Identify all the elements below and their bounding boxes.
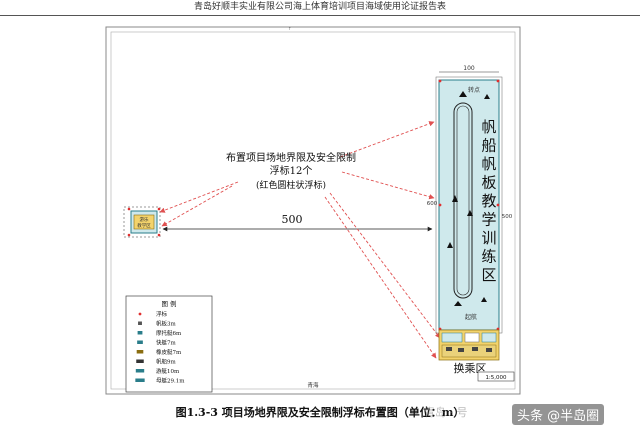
figure-caption: 图1.3-3 项目场地界限及安全限制浮标布置图（单位：m）: [175, 406, 465, 419]
zone-title-char: 帆: [481, 118, 496, 136]
legend-item: 帆船9m: [136, 358, 176, 366]
zone-title-char: 帆: [481, 155, 496, 173]
sailboat-icon: [136, 359, 144, 363]
sailboat-icon: [452, 195, 458, 202]
legend-item-label: 帆板3m: [156, 320, 176, 328]
annotation-line-1: 布置项目场地界限及安全限制: [226, 151, 356, 164]
buoy: [157, 233, 161, 237]
zone-title-char: 训: [481, 229, 496, 247]
speedboat-icon: [137, 340, 143, 344]
zone-title-char: 板: [481, 174, 496, 192]
small-teaching-site: 游乐 教学区: [123, 206, 161, 238]
distance-label: 500: [282, 213, 303, 226]
rubber-boat-icon: [136, 350, 144, 354]
annotation-arrows: [159, 121, 441, 359]
sailboard-icon: [138, 321, 142, 325]
sailboat-icon: [467, 210, 473, 216]
small-site-label: 游乐: [140, 216, 149, 223]
sea-label: 青海: [307, 381, 319, 389]
watermark-ghost: 青岛 · 号: [424, 406, 468, 419]
annotation-line-3: (红色圆柱状浮标): [256, 179, 326, 191]
mother-ship-icon: [135, 378, 145, 382]
header-rule: [0, 15, 640, 16]
buoy: [127, 233, 131, 237]
zone-top-label: 转点: [468, 86, 480, 94]
legend-item: 母艇29.1m: [135, 377, 185, 385]
scale-label: 1:5,000: [485, 375, 507, 381]
zone-title-char: 区: [481, 266, 496, 284]
svg-text:教学区: 教学区: [137, 222, 151, 229]
north-mark: ↑: [288, 26, 291, 31]
zone-bottom-label: 起航: [465, 313, 477, 321]
legend-item-label: 游艇10m: [156, 367, 180, 375]
zone-height-right-label: 500: [502, 214, 513, 220]
legend-item: 帆板3m: [138, 320, 176, 328]
scale-box: [477, 371, 515, 382]
legend-item-label: 橡皮艇7m: [156, 348, 182, 356]
legend-item: 橡皮艇7m: [136, 348, 182, 356]
buoy: [127, 207, 131, 211]
sailboat-icon: [484, 94, 490, 99]
legend-item-label: 母艇29.1m: [156, 377, 185, 385]
zone-height-left-label: 600: [427, 201, 438, 207]
sailboat-icon: [447, 242, 453, 248]
zone-title-char: 船: [481, 137, 496, 155]
jetski-icon: [137, 331, 143, 335]
sailboat-icon: [459, 91, 467, 97]
yacht-icon: [135, 369, 145, 373]
annotation-line-2: 浮标12个: [270, 165, 313, 177]
legend-item-label: 帆船9m: [156, 358, 176, 366]
red-dot-icon: [138, 312, 142, 316]
sailboat-icon: [481, 297, 487, 302]
zone-title-char: 学: [481, 211, 496, 229]
document-header: 青岛好顺丰实业有限公司海上体育培训项目海域使用论证报告表: [193, 2, 446, 12]
zone-buoys: [438, 79, 500, 331]
boarding-dock: [438, 329, 500, 361]
sailboat-icon: [454, 301, 462, 306]
buoy: [157, 207, 161, 211]
zone-title-char: 练: [481, 248, 496, 266]
map-frame-outer: [105, 26, 521, 395]
legend-item: 浮标: [138, 310, 168, 318]
map-frame-inner: [110, 31, 516, 390]
legend-item-label: 摩托艇6m: [156, 329, 182, 337]
legend-title: 图 例: [161, 299, 176, 308]
zone-boats: [447, 91, 490, 306]
watermark: 头条 @半岛圈: [512, 404, 605, 425]
legend-item: 游艇10m: [135, 367, 180, 375]
legend-item: 快艇7m: [137, 339, 176, 347]
boarding-area-label: 换乘区: [454, 361, 487, 375]
zone-width-label: 100: [463, 65, 475, 72]
legend-item-label: 浮标: [156, 310, 168, 318]
legend-item-label: 快艇7m: [156, 339, 176, 347]
legend-item: 摩托艇6m: [137, 329, 182, 337]
zone-title-char: 教: [481, 192, 496, 210]
